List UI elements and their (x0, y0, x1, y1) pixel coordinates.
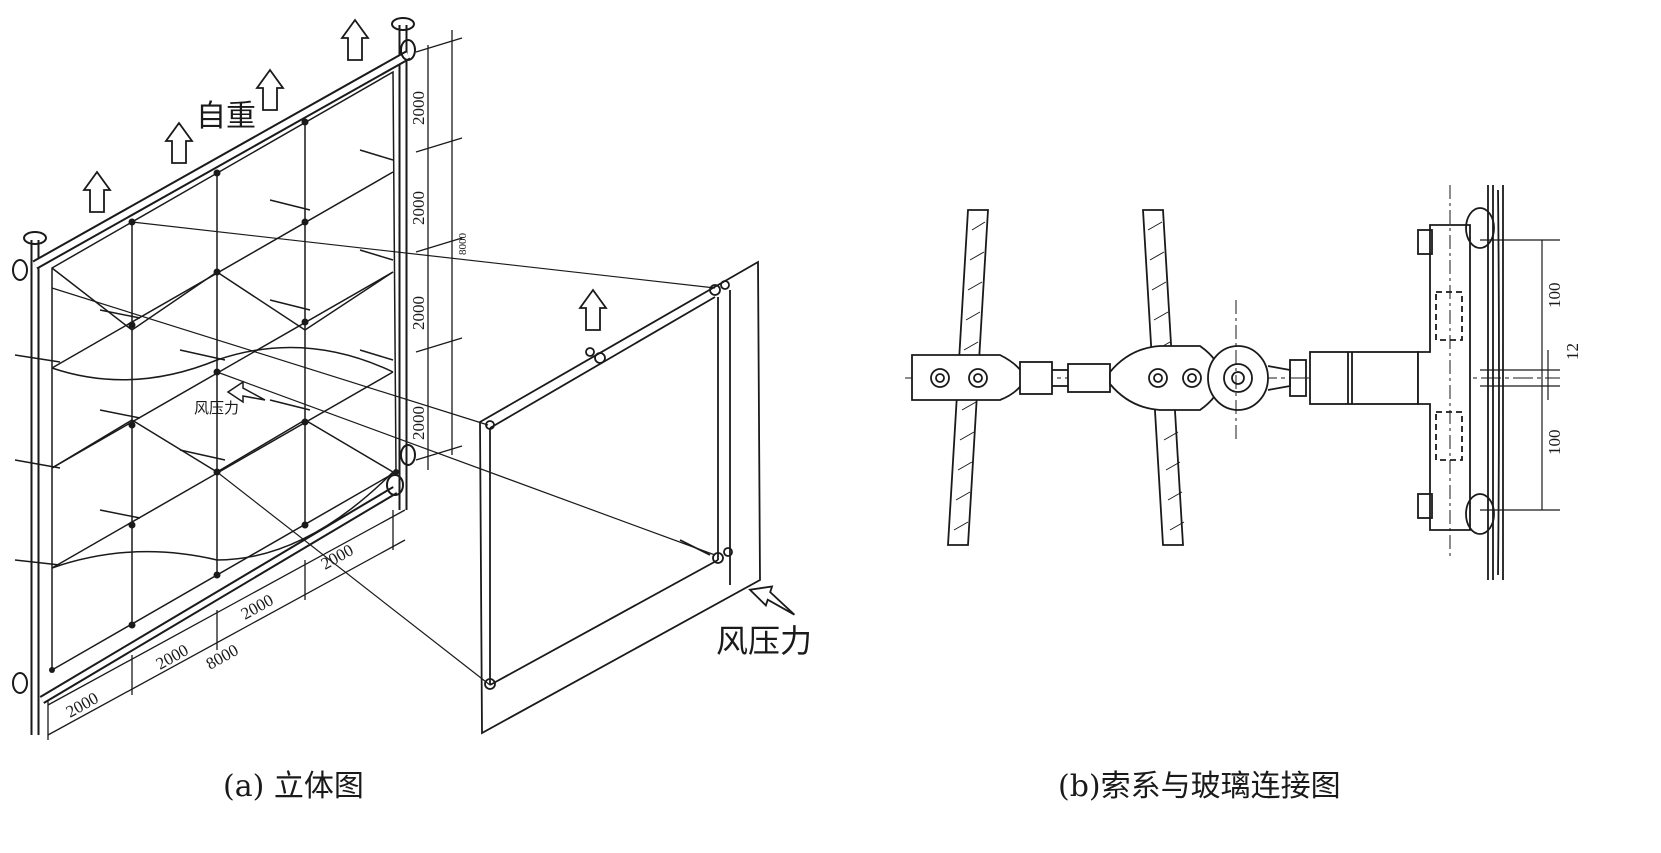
left-cable-clamp (911, 354, 1053, 401)
width-dimension (47, 509, 406, 740)
dim-height-seg-3: 2000 (409, 296, 428, 330)
dim-width-total: 8000 (203, 640, 242, 673)
glass-up-arrow-icon (578, 288, 608, 331)
dim-height-total: 8000 (457, 233, 469, 256)
frame-tubes (12, 17, 416, 735)
t-bracket (1417, 185, 1495, 560)
panel-a-isometric-view: 自重 风压力 2000 2000 2000 2000 8000 (12, 17, 812, 740)
dim-gap: 12 (1563, 343, 1582, 360)
projection-lines (51, 221, 716, 686)
wind-arrow-large-icon (748, 585, 796, 616)
label-self-weight: 自重 (196, 99, 256, 134)
dim-height-seg-4: 2000 (409, 406, 428, 440)
panel-b-connection-detail: 100 100 12 (905, 185, 1582, 580)
self-weight-arrows (82, 18, 370, 213)
caption-panel-b: (b)索系与玻璃连接图 (1058, 769, 1341, 804)
cable-net (14, 70, 397, 672)
dim-width-seg-4: 2000 (318, 540, 357, 573)
up-arrow-icon (340, 18, 370, 61)
label-wind-small: 风压力 (194, 399, 239, 417)
label-wind-large: 风压力 (716, 622, 812, 660)
dim-upper: 100 (1545, 283, 1564, 309)
up-arrow-icon (82, 170, 112, 213)
dim-height-seg-2: 2000 (409, 191, 428, 225)
dim-lower: 100 (1545, 430, 1564, 456)
dim-height-seg-1: 2000 (409, 91, 428, 125)
up-arrow-icon (164, 121, 194, 164)
tension-rod-2 (1309, 351, 1419, 405)
caption-panel-a: (a) 立体图 (223, 769, 364, 804)
dim-width-seg-2: 2000 (153, 640, 192, 673)
tension-rod-1 (1052, 363, 1111, 393)
middle-cable-clamp (1109, 345, 1223, 411)
glass-layers (1487, 185, 1504, 580)
swivel-joint (1207, 300, 1307, 440)
cable-left (947, 209, 989, 546)
node-clamps (49, 118, 399, 673)
wind-arrow-small-icon (226, 380, 266, 404)
glass-pane (479, 260, 761, 735)
dim-width-seg-3: 2000 (238, 590, 277, 623)
up-arrow-icon (255, 68, 285, 111)
detail-dimension (1480, 239, 1560, 511)
